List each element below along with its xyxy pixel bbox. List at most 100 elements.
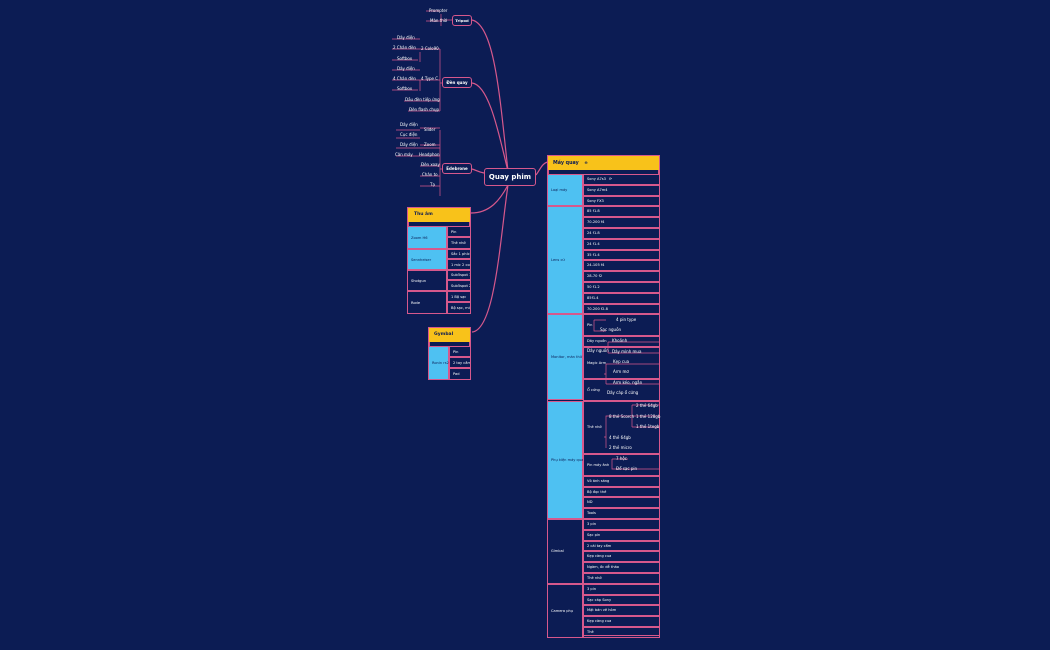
gymbal-item-3[interactable]: Pad: [449, 368, 471, 380]
edebrone-right-3: Zoom: [424, 142, 436, 147]
camera-item[interactable]: Ổ cứng: [583, 379, 660, 401]
den-quay-extra-1: Dầu đèn tiếp ứng: [405, 97, 440, 102]
camera-item[interactable]: 85 f1.8: [583, 206, 660, 218]
gymbal-group-ronin-label: Ronin rs2: [432, 361, 449, 365]
camera-item[interactable]: Vỏ ánh sáng: [583, 475, 660, 487]
camera-item[interactable]: Sony A7s3⟳: [583, 174, 660, 185]
den-quay-g1-item-3: Softbox: [397, 56, 413, 61]
thu-am-group-senn[interactable]: Sennheiser: [407, 249, 447, 270]
thu-am-zoom-item-2[interactable]: Thẻ nhớ: [447, 237, 471, 249]
thu-am-senn-item-1[interactable]: Sắc 1 phích: [447, 249, 471, 259]
tripod-item-man-thoi: Màn thời: [430, 18, 448, 23]
pin-may-anh-sub-2: Để sạc pin: [616, 466, 638, 471]
root-node[interactable]: Quay phim: [484, 168, 536, 186]
tripod-node[interactable]: Tripod: [452, 15, 472, 26]
camera-item[interactable]: 3 pin: [583, 519, 660, 530]
link-icon: ⊖: [584, 160, 588, 165]
camera-group-5[interactable]: Camera phụ: [547, 583, 583, 638]
camera-item[interactable]: Sony A7m4: [583, 184, 660, 196]
camera-item[interactable]: ND: [583, 497, 660, 509]
o-cung-note: Dây cáp ổ cứng: [607, 390, 639, 395]
camera-group-3[interactable]: Phụ kiện máy quay: [547, 400, 586, 519]
camera-item[interactable]: Thẻ nhớ: [583, 400, 660, 455]
camera-item[interactable]: Mặt bán vẽ hòm: [583, 605, 660, 617]
den-quay-g1-item-2: 2 Chân đèn: [393, 45, 416, 50]
thu-am-group-shotgun[interactable]: Shotgun: [407, 270, 447, 291]
edebrone-right-4: Headphon: [419, 152, 440, 157]
den-quay-label: Đèn quay: [446, 80, 468, 85]
tripod-item-prompter: Prompter: [429, 8, 448, 13]
day-nguon-sub-1: Khoảnh: [612, 338, 628, 343]
pin-sub-2: Sạc nguồn: [600, 327, 622, 332]
camera-item[interactable]: 28-70 f2: [583, 271, 660, 282]
camera-item[interactable]: 85f1.4: [583, 292, 660, 304]
edebrone-node[interactable]: Edebrone: [442, 163, 472, 174]
camera-group-label: Lens cứ: [551, 258, 565, 263]
thu-am-shotgun-item-1[interactable]: Sub5spot 1: [447, 270, 471, 280]
edebrone-label: Edebrone: [446, 166, 468, 171]
camera-item[interactable]: 3 pin: [583, 583, 660, 595]
camera-item[interactable]: Bộ đọc thẻ: [583, 486, 660, 498]
camera-group-0[interactable]: Loại máy: [547, 174, 583, 207]
thu-am-zoom-item-1[interactable]: Pin: [447, 226, 471, 237]
edebrone-right-6: Chân to: [422, 172, 438, 177]
camera-item[interactable]: Pin: [583, 314, 660, 336]
camera-item[interactable]: Dây nguồn: [583, 335, 660, 347]
link-icon: ⟳: [608, 177, 612, 181]
gymbal-group-ronin[interactable]: Ronin rs2: [428, 346, 449, 380]
camera-item[interactable]: Kẹp càng cua: [583, 551, 660, 563]
magic-arm-sub-1: Kẹp cua: [613, 359, 630, 364]
camera-group-1[interactable]: Lens cứ: [547, 206, 583, 315]
camera-item[interactable]: 24 f1.4: [583, 238, 660, 250]
camera-header[interactable]: Máy quay ⊖: [548, 156, 659, 170]
camera-item[interactable]: Magic Arm: [583, 346, 660, 379]
den-quay-extra-2: Đèn flash chụp: [409, 107, 440, 112]
camera-item[interactable]: Sony FX3: [583, 195, 660, 207]
camera-item[interactable]: Thẻ: [583, 627, 660, 638]
the-nho-deep-3: 1 thẻ 1tegb: [636, 424, 660, 429]
camera-item[interactable]: Pin máy ảnh: [583, 454, 660, 476]
den-quay-g2-item-3: Softbox: [397, 86, 413, 91]
thu-am-header[interactable]: Thu âm: [408, 208, 470, 222]
camera-item[interactable]: 70-200 f4: [583, 217, 660, 228]
thu-am-rode-item-1[interactable]: 1 Bộ sạc: [447, 291, 471, 302]
thu-am-group-senn-label: Sennheiser: [411, 257, 432, 262]
camera-item[interactable]: 2 cái tay cầm: [583, 540, 660, 552]
thu-am-title: Thu âm: [414, 212, 433, 217]
gymbal-item-2[interactable]: 2 tay cầm: [449, 357, 471, 368]
den-quay-node[interactable]: Đèn quay: [442, 77, 472, 88]
camera-title: Máy quay: [553, 161, 579, 166]
magic-arm-sub-2: Arm mơ: [613, 369, 629, 374]
thu-am-rode-item-2[interactable]: Bộ sạc, mic: [447, 302, 471, 314]
thu-am-shotgun-item-2[interactable]: Sub5spot 2: [447, 280, 471, 291]
camera-item[interactable]: 35 f1.4: [583, 249, 660, 261]
camera-item[interactable]: Sạc cáp Sony: [583, 594, 660, 606]
camera-item[interactable]: 24-105 f4: [583, 260, 660, 272]
thu-am-group-rode[interactable]: Rode: [407, 291, 447, 314]
camera-item[interactable]: Tools: [583, 508, 660, 519]
camera-item[interactable]: Sạc pin: [583, 529, 660, 541]
gymbal-title: Gymbal: [434, 332, 454, 337]
edebrone-left-3: Dây điện: [400, 142, 418, 147]
pin-may-anh-sub-1: 7 hộc: [616, 456, 627, 461]
camera-item[interactable]: 70-200 f2.8: [583, 303, 660, 315]
edebrone-right-7: Tạ: [430, 182, 435, 187]
thu-am-group-zoom[interactable]: Zoom H6: [407, 226, 447, 249]
thu-am-senn-item-2[interactable]: 1 mic 2 con: [447, 259, 471, 270]
gymbal-item-1[interactable]: Pin: [449, 346, 471, 357]
day-nguon-label: Dây nguồn: [587, 348, 609, 353]
camera-group-2[interactable]: Monitor, màn thử: [547, 314, 583, 401]
camera-item[interactable]: 24 f1.8: [583, 228, 660, 239]
camera-item[interactable]: Thẻ nhớ: [583, 573, 660, 584]
gymbal-header[interactable]: Gymbal: [429, 328, 470, 342]
the-nho-sub-1: 8 thẻ Scorch: [609, 414, 635, 419]
camera-group-label: Phụ kiện máy quay: [551, 457, 586, 462]
the-nho-sub-3: 2 thẻ micro: [609, 445, 632, 450]
magic-arm-sub-3: Arm kéo, ngắn: [613, 380, 643, 385]
camera-item[interactable]: Ngàm, ốc dễ tháo: [583, 562, 660, 573]
the-nho-sub-2: 4 thẻ 64gb: [609, 435, 631, 440]
camera-item[interactable]: Kẹp càng cua: [583, 616, 660, 627]
camera-item[interactable]: 50 f1.2: [583, 282, 660, 293]
camera-group-4[interactable]: Gimbal: [547, 519, 583, 584]
